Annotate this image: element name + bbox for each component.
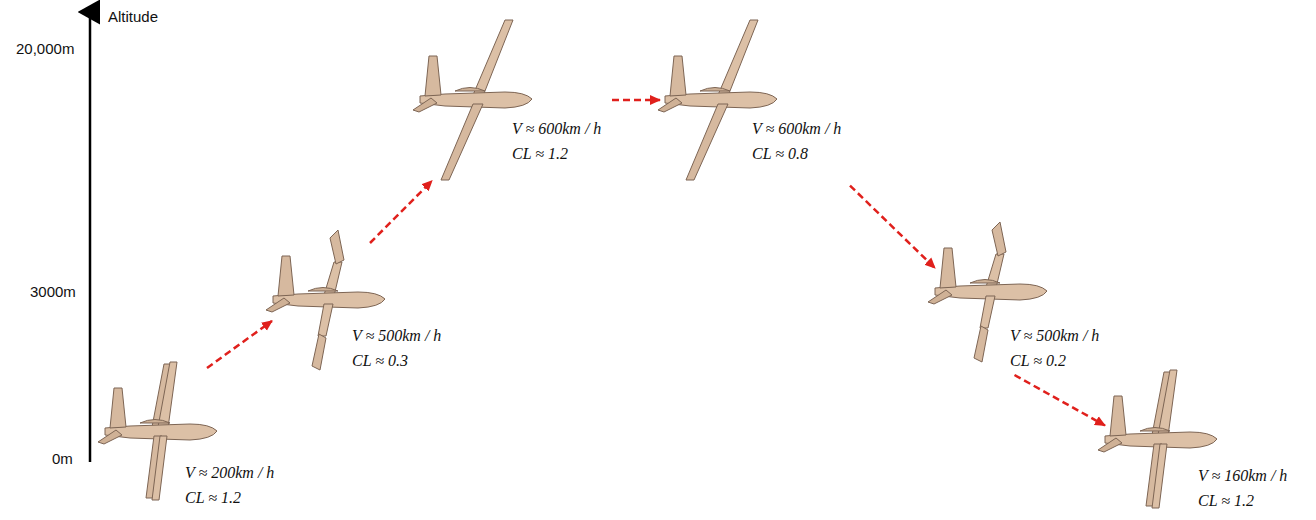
aircraft-climb — [266, 230, 385, 370]
speed-value: V ≈ 600km / h — [752, 116, 841, 141]
speed-value: V ≈ 600km / h — [512, 116, 601, 141]
altitude-axis — [89, 12, 92, 462]
flight-path-arrow — [370, 181, 432, 243]
flight-path-arrow — [207, 321, 272, 368]
stage-values: V ≈ 160km / hCL ≈ 1.2 — [1198, 463, 1287, 513]
lift-coefficient: CL ≈ 0.2 — [1010, 348, 1099, 373]
altitude-tick: 3000m — [30, 283, 76, 300]
flight-path-arrow — [1015, 375, 1106, 426]
aircraft-landing — [1098, 370, 1217, 508]
stage-values: V ≈ 600km / hCL ≈ 1.2 — [512, 116, 601, 166]
speed-value: V ≈ 200km / h — [185, 460, 274, 485]
speed-value: V ≈ 500km / h — [1010, 323, 1099, 348]
speed-value: V ≈ 500km / h — [352, 323, 441, 348]
altitude-tick: 0m — [52, 450, 73, 467]
stage-values: V ≈ 500km / hCL ≈ 0.2 — [1010, 323, 1099, 373]
flight-stage: V ≈ 200km / hCL ≈ 1.2 — [100, 368, 300, 518]
flight-stage: V ≈ 500km / hCL ≈ 0.2 — [935, 213, 1120, 375]
flight-path-arrow — [850, 186, 935, 269]
flight-stage: V ≈ 600km / hCL ≈ 0.8 — [660, 48, 850, 208]
flight-path-arrow — [612, 99, 660, 102]
flight-stage: V ≈ 160km / hCL ≈ 1.2 — [1105, 393, 1305, 518]
flight-stage: V ≈ 600km / hCL ≈ 1.2 — [432, 48, 612, 208]
flight-stage: V ≈ 500km / hCL ≈ 0.3 — [272, 243, 462, 375]
lift-coefficient: CL ≈ 1.2 — [1198, 488, 1287, 513]
stage-values: V ≈ 500km / hCL ≈ 0.3 — [352, 323, 441, 373]
lift-coefficient: CL ≈ 0.8 — [752, 141, 841, 166]
lift-coefficient: CL ≈ 0.3 — [352, 348, 441, 373]
lift-coefficient: CL ≈ 1.2 — [185, 485, 274, 510]
stage-values: V ≈ 600km / hCL ≈ 0.8 — [752, 116, 841, 166]
lift-coefficient: CL ≈ 1.2 — [512, 141, 601, 166]
altitude-tick: 20,000m — [16, 40, 74, 57]
speed-value: V ≈ 160km / h — [1198, 463, 1287, 488]
axis-title: Altitude — [108, 8, 158, 25]
stage-values: V ≈ 200km / hCL ≈ 1.2 — [185, 460, 274, 510]
